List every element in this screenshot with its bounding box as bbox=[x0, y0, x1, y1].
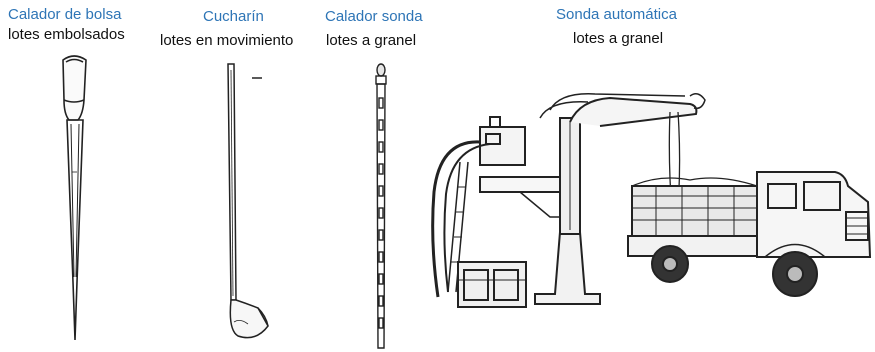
item-subtitle-scoop: lotes en movimiento bbox=[160, 32, 294, 49]
item-subtitle-grain-probe: lotes a granel bbox=[326, 32, 417, 49]
bag-probe-icon bbox=[62, 55, 87, 341]
item-title-automatic-probe: Sonda automática bbox=[556, 6, 677, 23]
item-title-bag-probe: Calador de bolsa bbox=[8, 6, 122, 23]
item-title-scoop: Cucharín bbox=[203, 8, 264, 25]
automatic-probe-truck-icon bbox=[431, 93, 872, 308]
item-subtitle-bag-probe: lotes embolsados bbox=[8, 26, 125, 43]
grain-probe-icon bbox=[375, 63, 387, 349]
item-title-grain-probe: Calador sonda bbox=[325, 8, 423, 25]
scoop-probe-icon bbox=[227, 63, 269, 339]
item-subtitle-automatic-probe: lotes a granel bbox=[573, 30, 664, 47]
